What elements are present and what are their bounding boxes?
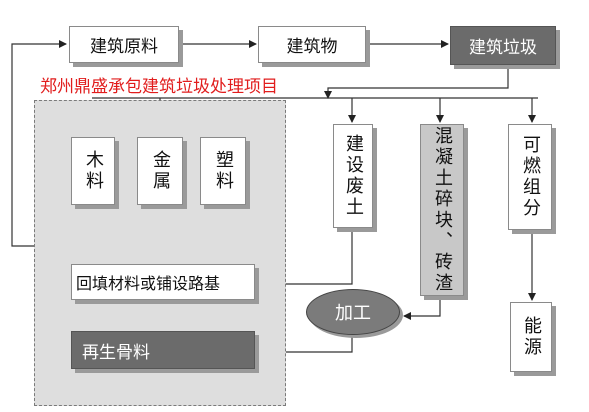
box-plastic: 塑料: [200, 137, 246, 205]
plastic-label: 塑料: [213, 150, 234, 192]
box-concrete-brick: 混凝土碎块、砖渣: [420, 124, 464, 296]
energy-label: 能源: [521, 316, 542, 358]
box-wood: 木料: [71, 137, 115, 205]
box-recycled-aggregate: 再生骨料: [71, 331, 255, 369]
box-backfill: 回填材料或铺设路基: [71, 264, 255, 300]
combustible-label: 可燃组分: [520, 135, 541, 219]
backfill-label: 回填材料或铺设路基: [76, 274, 221, 293]
diagram-title: 郑州鼎盛承包建筑垃圾处理项目: [40, 77, 278, 97]
arrow-process-to-aggregate: [257, 336, 353, 356]
box-construction-waste: 建筑垃圾: [450, 26, 556, 65]
aggregate-label: 再生骨料: [82, 342, 150, 363]
concrete-label: 混凝土碎块、砖渣: [432, 126, 453, 294]
box-construction-soil: 建设废土: [333, 124, 373, 228]
arrow-waste-down: [324, 66, 509, 99]
arrow-loop-to-raw: [11, 40, 67, 247]
box-metal: 金属: [137, 137, 183, 205]
box-building: 建筑物: [258, 26, 366, 63]
building-label: 建筑物: [286, 37, 338, 57]
wood-label: 木料: [83, 150, 104, 192]
box-raw-materials: 建筑原料: [69, 26, 179, 63]
arrow-concrete-to-process: [403, 296, 441, 320]
process-label: 加工: [335, 303, 371, 324]
soil-label: 建设废土: [343, 134, 364, 218]
metal-label: 金属: [150, 150, 171, 192]
box-energy: 能源: [510, 302, 552, 372]
box-combustible: 可燃组分: [508, 124, 552, 230]
raw-materials-label: 建筑原料: [90, 37, 158, 57]
arrow-soil-to-backfill: [257, 228, 353, 288]
process-ellipse: 加工: [306, 289, 400, 335]
waste-label: 建筑垃圾: [469, 38, 537, 58]
